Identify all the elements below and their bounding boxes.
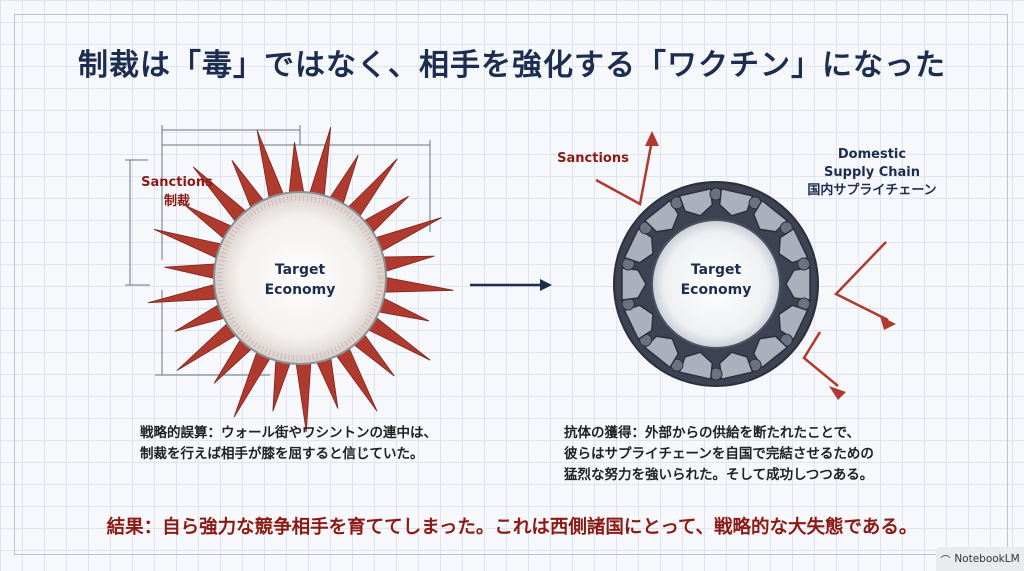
transition-arrow (470, 279, 552, 291)
right-sanctions-label: Sanctions (557, 151, 629, 166)
armor-plate (752, 335, 789, 369)
left-caption: 戦略的誤算：ウォール街やワシントンの連中は、 制裁を行えば相手が膝を屈すると信じ… (140, 423, 437, 465)
armor-plate (778, 227, 809, 264)
spike (272, 357, 292, 412)
right-caption-line2: 彼らはサプライチェーンを自国で完結させるための (564, 446, 874, 462)
left-caption-line2: 制裁を行えば相手が膝を屈すると信じていた。 (140, 446, 424, 462)
armor-plate (623, 227, 654, 264)
armor-plate (752, 199, 789, 233)
domestic-label-line3: 国内サプライチェーン (807, 182, 936, 198)
notebooklm-logo-icon: ⌒ (940, 555, 951, 567)
armor-plate (643, 199, 680, 233)
notebooklm-badge: ⌒ NotebookLM (936, 547, 1024, 571)
right-target-economy-sphere (651, 219, 781, 349)
spike (315, 355, 339, 409)
chain-link (797, 257, 811, 271)
spike (373, 217, 442, 253)
left-caption-line1: 戦略的誤算：ウォール街やワシントンの連中は、 (140, 425, 437, 441)
right-center-line2: Economy (681, 282, 752, 298)
right-center-line1: Target (691, 262, 742, 278)
spike (308, 126, 332, 199)
spike (256, 129, 285, 201)
spike (380, 255, 435, 273)
armor-plate (643, 335, 680, 369)
spike (164, 263, 218, 280)
armor-plate (621, 267, 647, 301)
spike (147, 283, 220, 304)
armor-plate (678, 351, 714, 381)
supply-chain-armor-plates (621, 187, 811, 381)
armor-plate (785, 267, 811, 301)
spike (382, 276, 454, 293)
domestic-label-line1: Domestic (838, 147, 906, 162)
deflected-sanction-arrows (595, 131, 896, 400)
slide-frame (14, 14, 1008, 555)
armor-plate (678, 187, 714, 217)
spike (295, 360, 312, 432)
sanction-spikes (147, 126, 454, 432)
slide-title: 制裁は「毒」ではなく、相手を強化する「ワクチン」になった (78, 48, 946, 83)
spike (376, 296, 430, 322)
domestic-label-line2: Supply Chain (824, 165, 920, 180)
dimension-lines (125, 125, 431, 376)
spike (153, 228, 224, 260)
armor-plate (778, 304, 809, 341)
target-economy-sphere (213, 191, 387, 365)
armor-plate (623, 304, 654, 341)
sphere-stipple (217, 195, 383, 361)
right-caption-line1: 抗体の獲得：外部からの供給を断たれたことで、 (564, 425, 861, 441)
badge-text: NotebookLM (954, 553, 1020, 565)
left-center-line2: Economy (265, 282, 336, 298)
conclusion-text: 結果：自ら強力な競争相手を育ててしまった。これは西側諸国にとって、戦略的な大失態… (106, 517, 918, 538)
armor-plate (718, 187, 754, 217)
left-center-line1: Target (275, 262, 326, 278)
right-caption-line3: 猛烈な努力を強いられた。そして成功しつつある。 (564, 467, 874, 483)
armor-plate (718, 351, 754, 381)
right-caption: 抗体の獲得：外部からの供給を断たれたことで、 彼らはサプライチェーンを自国で完結… (564, 423, 874, 486)
left-sanctions-label-ja: 制裁 (164, 193, 190, 209)
left-sanctions-label-en: Sanctions (141, 175, 213, 190)
spike (288, 142, 305, 196)
